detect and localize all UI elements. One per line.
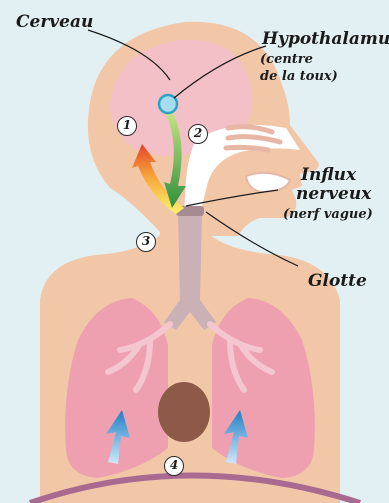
label-hypothalamus: Hypothalamus [262,30,389,49]
heart [158,382,210,442]
label-glotte: Glotte [308,272,367,291]
label-influx-1: Influx [301,166,356,185]
label-hypothalamus-sub2: de la toux) [260,70,338,84]
step-3-marker: 3 [136,232,156,252]
step-1-marker: 1 [117,116,137,136]
label-cerveau: Cerveau [16,13,93,32]
label-hypothalamus-sub1: (centre [260,53,313,67]
label-influx-sub: (nerf vague) [283,208,373,222]
step-4-marker: 4 [164,456,184,476]
label-influx-2: nerveux [296,185,371,204]
step-2-marker: 2 [188,124,208,144]
